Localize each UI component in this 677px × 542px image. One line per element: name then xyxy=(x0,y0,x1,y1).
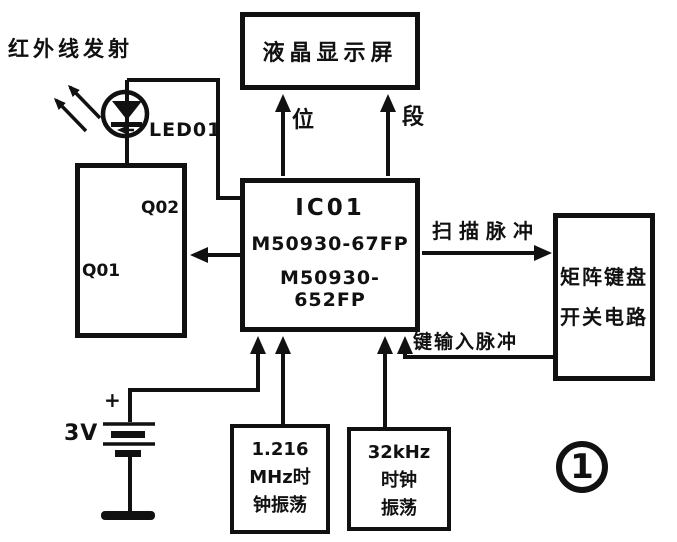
battery-icon xyxy=(103,422,155,512)
matrix-keyboard-line1: 矩阵键盘 xyxy=(560,265,648,289)
key-input-pulse-label: 键输入脉冲 xyxy=(413,331,519,353)
wire-led-to-ic xyxy=(127,78,243,200)
main-clock-oscillator-box: 1.216 MHz时 钟振荡 xyxy=(230,424,330,534)
figure-number-badge: 1 xyxy=(556,441,608,493)
digit-signal-label: 位 xyxy=(292,108,315,133)
ic01-part-number-1: M50930-67FP xyxy=(251,233,409,255)
led-driver-box xyxy=(75,163,187,338)
osc-sub-line1: 32kHz xyxy=(367,442,431,463)
osc-main-line2: MHz时 xyxy=(249,467,311,488)
ic01-name: IC01 xyxy=(295,195,365,221)
scan-pulse-label: 扫描脉冲 xyxy=(432,219,540,243)
matrix-keyboard-line2: 开关电路 xyxy=(560,305,648,329)
osc-main-line1: 1.216 xyxy=(251,439,309,460)
wire-battery-to-ic xyxy=(128,336,266,422)
battery-plus-label: + xyxy=(104,388,121,412)
infrared-emission-arrows-icon xyxy=(53,84,102,133)
osc-sub-line2: 时钟 xyxy=(381,470,417,491)
ic01-part-number-2: M50930-652FP xyxy=(280,267,380,311)
led-icon xyxy=(100,80,150,165)
figure-number: 1 xyxy=(570,447,594,487)
led-ref-label: LED01 xyxy=(149,119,222,141)
wire-key-input-pulse xyxy=(397,336,553,359)
q02-ref-label: Q02 xyxy=(141,198,180,218)
osc-sub-line3: 振荡 xyxy=(381,498,417,519)
ground-icon xyxy=(101,511,155,520)
sub-clock-oscillator-box: 32kHz 时钟 振荡 xyxy=(347,427,451,531)
osc-main-line3: 钟振荡 xyxy=(253,495,307,516)
lcd-display-label: 液晶显示屏 xyxy=(262,41,398,66)
ic01-box: IC01 M50930-67FP M50930-652FP xyxy=(240,178,420,332)
lcd-display-box: 液晶显示屏 xyxy=(240,12,420,90)
infrared-emission-title: 红外线发射 xyxy=(8,37,133,61)
matrix-keyboard-box: 矩阵键盘 开关电路 xyxy=(553,213,655,381)
segment-signal-label: 段 xyxy=(402,105,425,130)
battery-voltage-label: 3V xyxy=(64,421,99,446)
q01-ref-label: Q01 xyxy=(82,261,121,281)
